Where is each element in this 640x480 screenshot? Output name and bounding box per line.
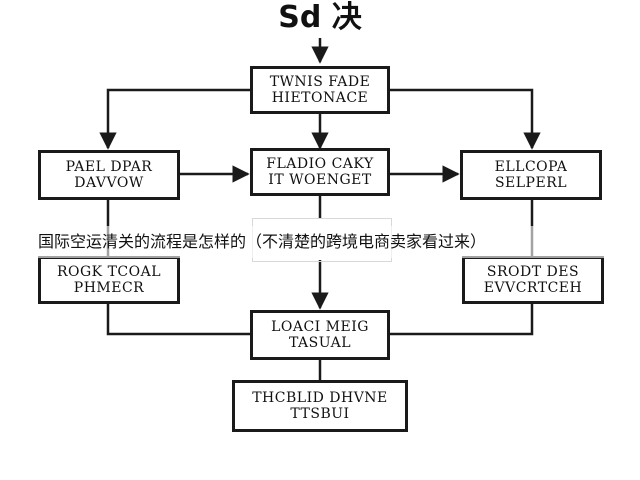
watermark-banner-text: 国际空运清关的流程是怎样的（不清楚的跨境电商卖家看过来）	[38, 232, 487, 251]
connector-right-lower-to-middle	[390, 302, 534, 336]
node-left-lower: ROGK TCOAL PHMECR	[38, 256, 180, 304]
node-center-line2: IT WOENGET	[268, 172, 372, 188]
node-left-line2: DAVVOW	[74, 175, 144, 191]
node-left-line1: PAEL DPAR	[65, 159, 153, 175]
node-bottom: THCBLID DHVNE TTSBUI	[232, 380, 408, 432]
node-bottom-line1: THCBLID DHVNE	[252, 390, 388, 406]
watermark-banner	[0, 226, 640, 258]
node-left: PAEL DPAR DAVVOW	[38, 150, 180, 200]
node-top-line1: TWNIS FADE	[269, 74, 371, 90]
node-middle: LOACI MEIG TASUAL	[250, 310, 390, 360]
node-right-lower: SRODT DES EVVCRTCEH	[462, 256, 604, 304]
node-bottom-line2: TTSBUI	[290, 406, 350, 422]
node-right: ELLCOPA SELPERL	[460, 150, 602, 200]
connector-left-lower-to-middle	[106, 302, 250, 336]
node-center: FLADIO CAKY IT WOENGET	[250, 148, 390, 196]
node-right-line2: SELPERL	[494, 175, 568, 191]
node-middle-line2: TASUAL	[288, 335, 352, 351]
connector-top-to-left	[99, 88, 250, 150]
node-middle-line1: LOACI MEIG	[271, 319, 369, 335]
node-center-line1: FLADIO CAKY	[266, 156, 374, 172]
node-right-lower-line2: EVVCRTCEH	[483, 280, 583, 296]
node-top: TWNIS FADE HIETONACE	[250, 66, 390, 114]
connector-top-to-right	[390, 88, 541, 150]
node-right-line1: ELLCOPA	[494, 159, 568, 175]
node-left-lower-line1: ROGK TCOAL	[56, 264, 162, 280]
node-left-lower-line2: PHMECR	[73, 280, 145, 296]
node-right-lower-line1: SRODT DES	[486, 264, 580, 280]
diagram-title: Sd 决	[278, 0, 362, 35]
node-top-line2: HIETONACE	[271, 90, 369, 106]
